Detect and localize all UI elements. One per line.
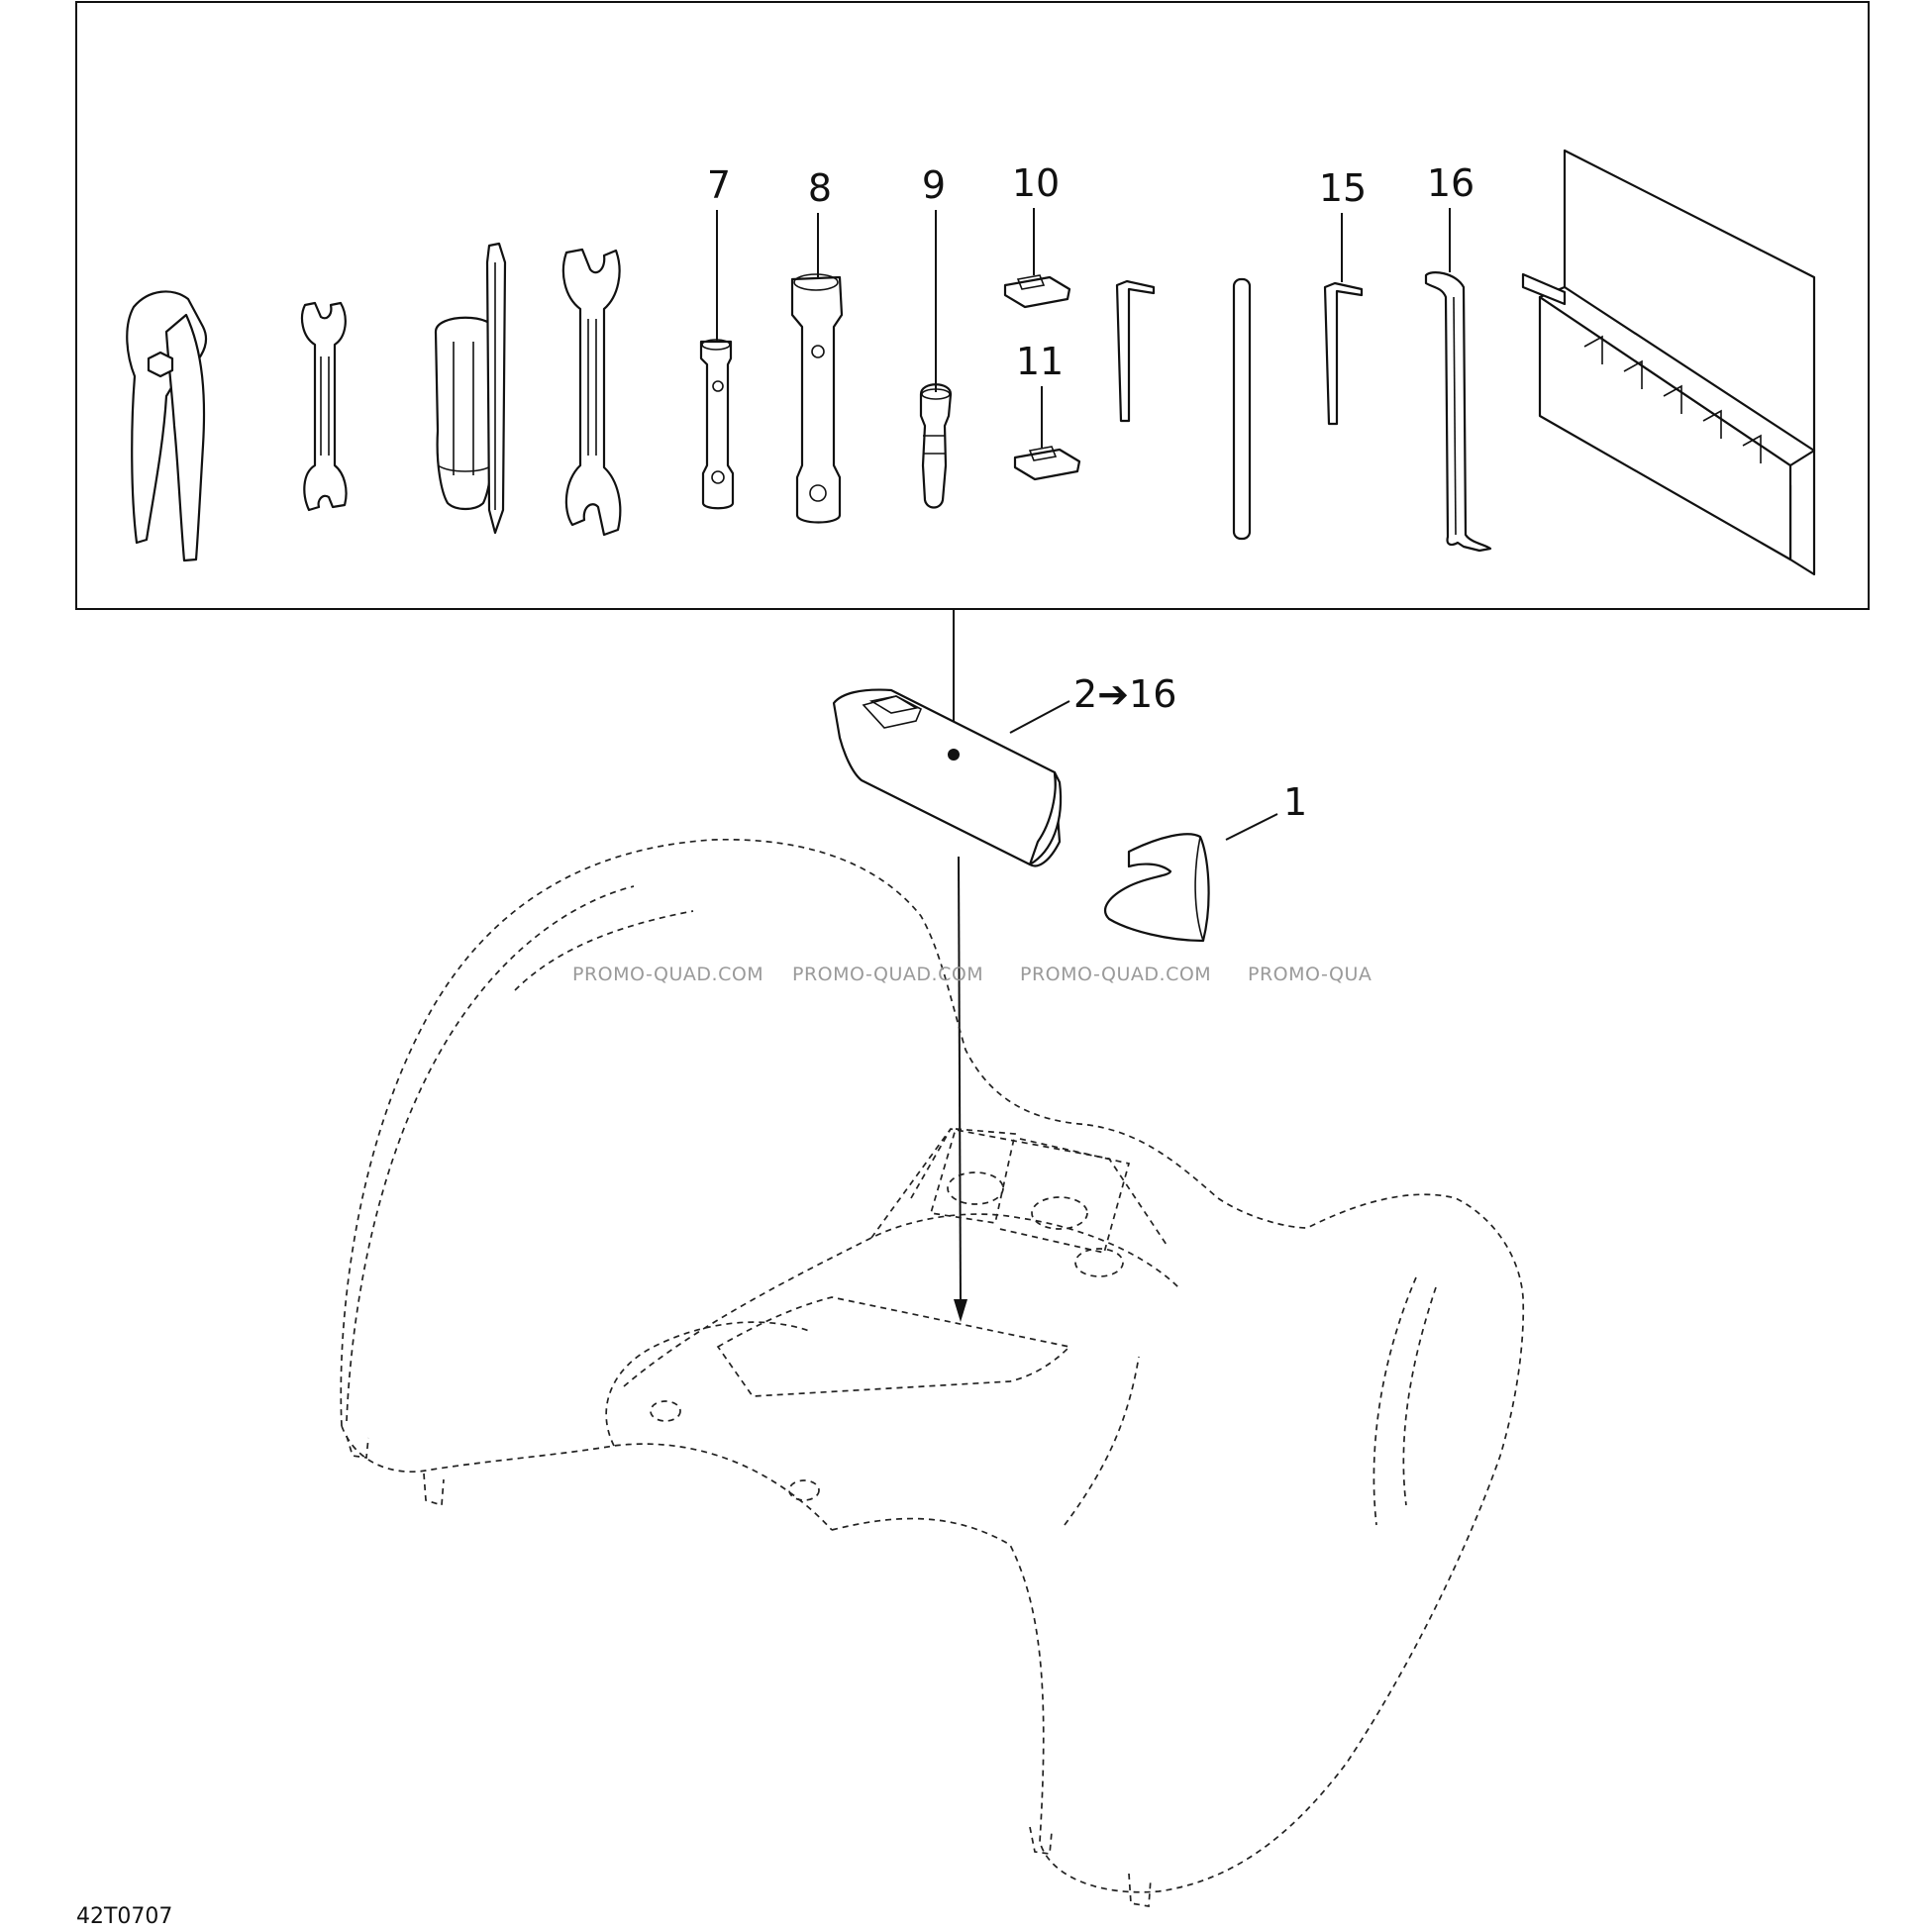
bracket (1104, 833, 1210, 943)
callout-15: 15 (1319, 166, 1367, 210)
drawing-code: 42T0707 (76, 1904, 172, 1929)
tool-bag (832, 688, 1063, 867)
rod (1232, 277, 1252, 541)
fuse-11 (1013, 446, 1081, 481)
screwdriver-handle (434, 316, 497, 511)
tool-pouch (1521, 149, 1816, 576)
tool-kit-frame (75, 1, 1870, 610)
callout-16: 16 (1427, 161, 1474, 205)
mount-arrow-line (958, 856, 962, 1308)
tire-lever (1424, 271, 1492, 553)
callout-1: 1 (1283, 780, 1307, 824)
hex-key-15 (1323, 281, 1364, 426)
mount-arrow-head (954, 1299, 967, 1322)
leader-2-16 (1009, 700, 1070, 734)
fuse-10 (1003, 274, 1071, 309)
callout-10: 10 (1012, 161, 1060, 205)
watermark-2: PROMO-QUAD.COM (792, 964, 983, 985)
spark-plug (919, 383, 953, 509)
tubular-wrench-small (699, 339, 735, 510)
callout-9: 9 (922, 163, 946, 207)
screwdriver-bit (485, 242, 507, 535)
callout-11: 11 (1016, 340, 1064, 383)
watermark-1: PROMO-QUAD.COM (572, 964, 763, 985)
pliers (126, 290, 208, 562)
small-wrench (300, 301, 348, 512)
hex-key-small (1115, 279, 1156, 423)
callout-2-16: 2➔16 (1073, 672, 1176, 716)
tubular-wrench-large (790, 273, 844, 524)
rear-fender-outline (340, 838, 1525, 1907)
bag-anchor-dot (948, 749, 960, 761)
large-wrench (561, 248, 622, 537)
callout-8: 8 (808, 166, 832, 210)
callout-7: 7 (707, 163, 731, 207)
watermark-4: PROMO-QUA (1248, 964, 1372, 985)
leader-1 (1225, 813, 1278, 841)
watermark-3: PROMO-QUAD.COM (1020, 964, 1211, 985)
